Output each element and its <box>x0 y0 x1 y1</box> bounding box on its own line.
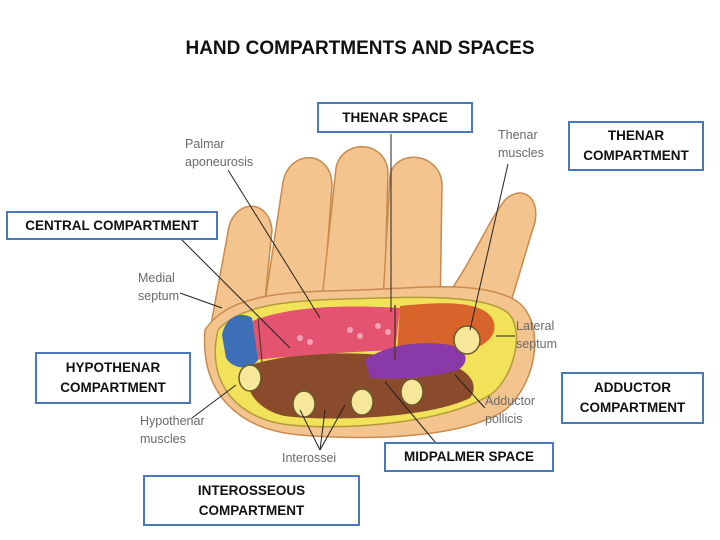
label-lateral-line1: Lateral <box>516 319 554 333</box>
thenar-compartment-box: THENAR COMPARTMENT <box>568 121 704 171</box>
index-finger <box>381 156 443 319</box>
hypothenar-compartment-box: HYPOTHENAR COMPARTMENT <box>35 352 191 404</box>
middle-finger <box>319 145 389 319</box>
label-palmar-line1: Palmar <box>185 137 225 151</box>
label-medial-line2: septum <box>138 289 179 303</box>
central-region <box>243 306 400 360</box>
thenar-space-box: THENAR SPACE <box>317 102 473 133</box>
label-palmar-line2: aponeurosis <box>185 155 253 169</box>
label-lateral-line2: septum <box>516 337 557 351</box>
adductor-region <box>365 343 466 379</box>
label-thenar-line1: Thenar <box>498 128 538 142</box>
label-interossei: Interossei <box>282 451 336 465</box>
label-hypothenar-line1: Hypothenar <box>140 414 205 428</box>
label-thenar-line2: muscles <box>498 146 544 160</box>
tendon-dots <box>297 323 391 345</box>
metacarpal-4 <box>292 390 316 418</box>
interosseous-compartment-box: INTEROSSEOUS COMPARTMENT <box>143 475 360 526</box>
hypothenar-region <box>222 314 258 368</box>
label-medial-line1: Medial <box>138 271 175 285</box>
septum-line-2 <box>257 317 263 363</box>
metacarpal-3 <box>350 388 374 416</box>
adductor-compartment-box: ADDUCTOR COMPARTMENT <box>561 372 704 424</box>
label-adductor-line2: pollicis <box>485 412 523 426</box>
page-title: HAND COMPARTMENTS AND SPACES <box>185 38 535 59</box>
label-adductor-line1: Adductor <box>485 394 535 408</box>
metacarpal-1 <box>453 325 481 355</box>
metacarpal-bones <box>238 325 481 418</box>
leader-lines <box>179 134 515 451</box>
metacarpal-2 <box>400 378 424 406</box>
ring-finger <box>261 157 333 323</box>
label-hypothenar-line2: muscles <box>140 432 186 446</box>
metacarpal-5 <box>238 364 262 392</box>
midpalmer-space-box: MIDPALMER SPACE <box>384 442 554 472</box>
central-compartment-box: CENTRAL COMPARTMENT <box>6 211 218 240</box>
